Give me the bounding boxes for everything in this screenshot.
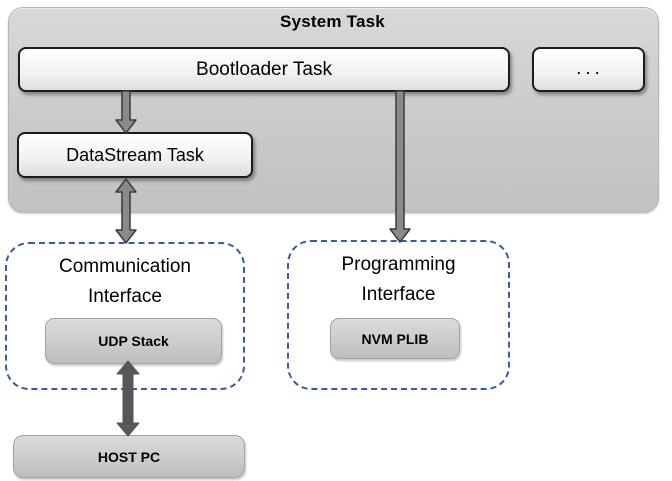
programming-interface-box: Programming Interface NVM PLIB	[287, 240, 510, 390]
communication-interface-label: Communication Interface	[7, 252, 243, 312]
arrow-down-bootloader-to-programming-interface-icon	[389, 90, 411, 243]
arrow-down-bootloader-to-datastream-icon	[115, 90, 137, 134]
communication-interface-label-line1: Communication	[59, 256, 191, 277]
udp-stack-box: UDP Stack	[45, 318, 222, 364]
programming-interface-label: Programming Interface	[289, 250, 508, 310]
bootloader-task-box: Bootloader Task	[18, 47, 510, 92]
communication-interface-label-line2: Interface	[88, 286, 162, 307]
system-task-container	[8, 7, 659, 213]
programming-interface-label-line1: Programming	[341, 254, 456, 275]
datastream-task-box: DataStream Task	[17, 132, 253, 178]
programming-interface-label-line2: Interface	[361, 284, 436, 305]
host-pc-box: HOST PC	[13, 435, 245, 478]
arrow-double-datastream-to-communication-interface-icon	[115, 178, 137, 244]
arrow-double-udp-stack-to-host-pc-icon	[116, 360, 140, 437]
more-tasks-box: . . .	[532, 47, 645, 92]
nvm-plib-box: NVM PLIB	[330, 318, 460, 359]
system-task-title: System Task	[280, 12, 385, 31]
